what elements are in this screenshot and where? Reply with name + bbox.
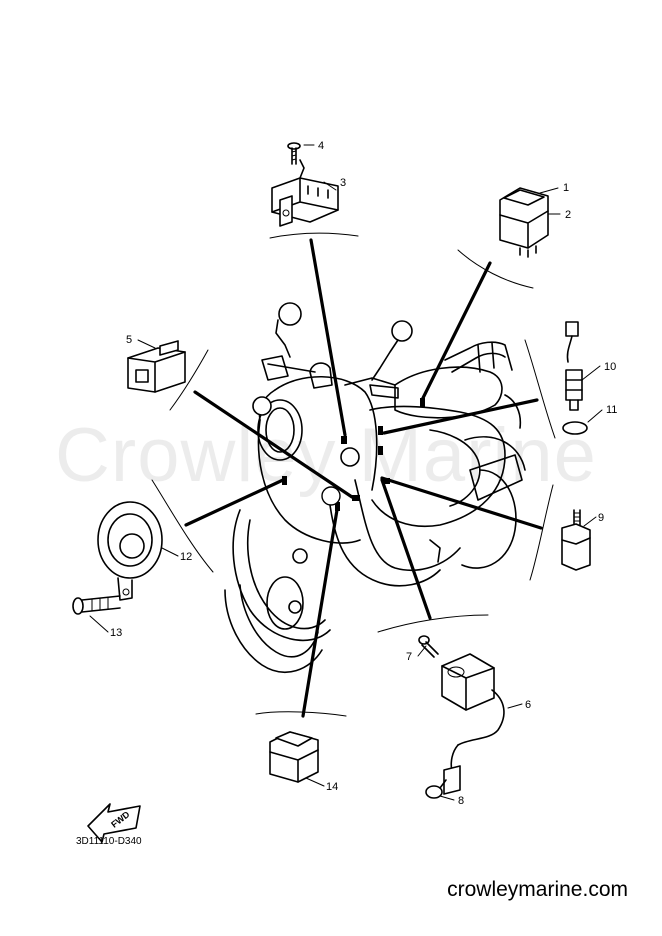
part-neutral-switch (561, 509, 591, 571)
part-horn-bolt (72, 595, 121, 615)
part-relay (269, 731, 319, 783)
fwd-arrow-icon: FWD (87, 803, 141, 843)
part-screw-small (287, 142, 301, 165)
part-horn (97, 501, 163, 601)
callout-leaders (89, 144, 603, 801)
callout-1: 1 (563, 182, 569, 194)
part-sender-switch (565, 321, 583, 411)
callout-5: 5 (126, 334, 132, 346)
callout-13: 13 (110, 627, 122, 639)
group-brackets (151, 232, 556, 717)
website-label: crowleymarine.com (447, 878, 628, 901)
motorcycle-illustration (224, 302, 526, 674)
part-ignition-coil (441, 653, 505, 773)
callout-11: 11 (606, 404, 617, 416)
callout-12: 12 (180, 551, 192, 563)
callout-14: 14 (326, 781, 338, 793)
callout-6: 6 (525, 699, 531, 711)
callout-7: 7 (406, 651, 412, 663)
leader-lines (184, 238, 543, 718)
part-relay-bracket (271, 159, 339, 227)
part-coil-bolt (418, 635, 439, 658)
callout-3: 3 (340, 177, 346, 189)
part-o-ring (562, 421, 588, 435)
part-code: 3D11110-D340 (76, 836, 142, 847)
callout-numbers: 1 2 3 4 5 6 7 8 9 10 11 12 13 14 (110, 140, 617, 807)
part-cdi-unit (499, 187, 549, 258)
callout-8: 8 (458, 795, 464, 807)
connection-markers (282, 398, 425, 511)
part-spark-plug-cap (425, 765, 461, 799)
callout-2: 2 (565, 209, 571, 221)
callout-10: 10 (604, 361, 616, 373)
callout-9: 9 (598, 512, 604, 524)
part-connector (127, 340, 186, 393)
callout-4: 4 (318, 140, 324, 152)
